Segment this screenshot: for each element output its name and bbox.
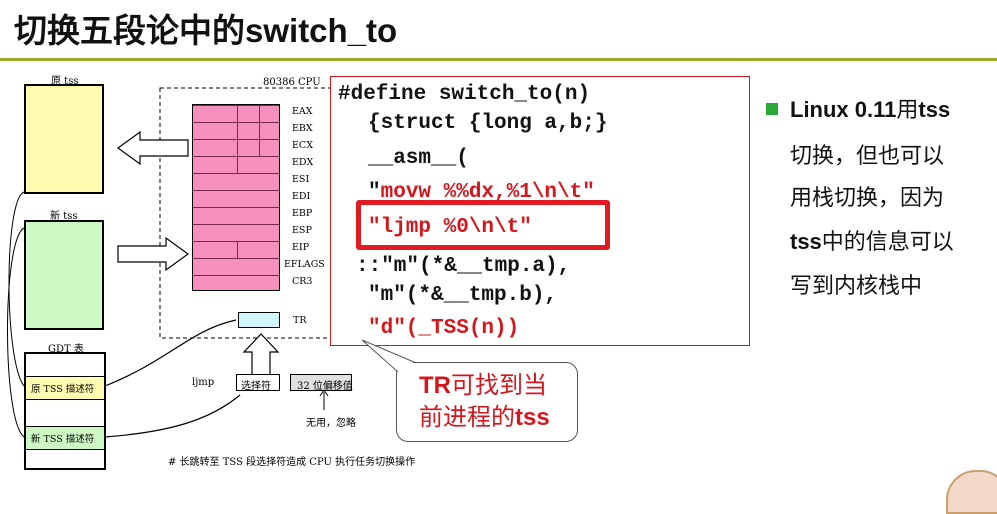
bullet-line4-rest: 中的信息可以 xyxy=(821,229,954,254)
gdt-row-old: 原 TSS 描述符 xyxy=(26,376,104,400)
new-tss-desc-label: 新 TSS 描述符 xyxy=(31,434,95,445)
bullet-line-5: 写到内核栈中 xyxy=(790,273,923,298)
tr-label: TR xyxy=(293,315,307,326)
callout-line1-rest: 可找到当 xyxy=(451,372,547,399)
bullet-line-1: Linux 0.11用tss xyxy=(790,99,950,121)
ljmp-highlight xyxy=(356,200,610,250)
code-line-5: "ljmp %0\n\t" xyxy=(368,216,532,239)
code-box xyxy=(330,76,750,346)
callout-line2-pre: 前进程的 xyxy=(419,404,515,431)
selector-box: 选择符 xyxy=(236,374,280,392)
bullet-tss-1: tss xyxy=(918,97,951,122)
reg-eflags: EFLAGS xyxy=(284,259,325,270)
bullet-line-4: tss中的信息可以 xyxy=(790,231,954,253)
code-line-8: "d"(_TSS(n)) xyxy=(368,317,520,340)
load-arrow-icon xyxy=(117,236,190,272)
register-file xyxy=(192,104,280,291)
bullet-use: 用 xyxy=(896,97,919,122)
reg-cr3: CR3 xyxy=(292,276,313,287)
up-arrow-icon xyxy=(242,333,280,377)
reg-esp: ESP xyxy=(292,225,312,236)
old-tss-desc-label: 原 TSS 描述符 xyxy=(31,384,95,395)
unused-label: 无用，忽略 xyxy=(306,418,356,429)
offset-box: 32 位偏移值 xyxy=(290,374,353,392)
gdt-row-new: 新 TSS 描述符 xyxy=(26,426,104,450)
bullet-line-3: 用栈切换，因为 xyxy=(790,185,945,210)
callout-line-2: 前进程的tss xyxy=(419,403,550,433)
selector-label: 选择符 xyxy=(241,381,271,392)
new-tss-box xyxy=(24,220,104,330)
old-tss-box xyxy=(24,84,104,194)
reg-edi: EDI xyxy=(292,191,311,202)
code-line-1: #define switch_to(n) xyxy=(338,83,591,106)
code-line-3: __asm__( xyxy=(368,147,469,170)
old-desc-to-tss-curve xyxy=(8,191,25,387)
page-title: 切换五段论中的switch_to xyxy=(14,4,397,52)
cpu-label: 80386 CPU xyxy=(263,77,321,88)
bullet-line-2: 切换，但也可以 xyxy=(790,143,945,168)
bullet-linux: Linux 0.11 xyxy=(790,97,897,122)
callout-box: TR可找到当 前进程的tss xyxy=(396,362,578,442)
new-desc-to-tss-curve xyxy=(7,227,25,438)
register-rows xyxy=(193,105,279,290)
reg-ecx: ECX xyxy=(292,140,313,151)
reg-eip: EIP xyxy=(292,242,310,253)
title-underline xyxy=(0,58,997,61)
tr-register xyxy=(238,312,280,328)
callout-line-1: TR可找到当 xyxy=(419,371,547,401)
selector-to-gdt-curve xyxy=(104,394,241,438)
code-line-7: "m"(*&__tmp.b), xyxy=(368,284,558,307)
code-line-2: {struct {long a,b;} xyxy=(368,112,608,135)
diagram-svg xyxy=(7,87,333,438)
callout-tr: TR xyxy=(419,372,451,399)
diagram-caption: # 长跳转至 TSS 段选择符造成 CPU 执行任务切换操作 xyxy=(168,457,416,468)
reg-ebx: EBX xyxy=(292,123,313,134)
reg-eax: EAX xyxy=(292,106,313,117)
bullet-tss-2: tss xyxy=(790,229,822,254)
code-line-4: "movw %%dx,%1\n\t" xyxy=(368,181,595,204)
reg-ebp: EBP xyxy=(292,208,313,219)
new-tss-label: 新 tss xyxy=(50,211,78,222)
code-line-4-text: movw %%dx,%1\n\t" xyxy=(380,181,595,204)
title-text: 切换五段论中的switch_to xyxy=(14,12,398,49)
ljmp-label: ljmp xyxy=(192,377,215,388)
reg-esi: ESI xyxy=(292,174,310,185)
gdt-label: GDT 表 xyxy=(48,344,84,355)
offset-label: 32 位偏移值 xyxy=(297,381,353,392)
code-line-6: ::"m"(*&__tmp.a), xyxy=(356,255,571,278)
tr-to-gdt-curve xyxy=(104,319,237,387)
reg-edx: EDX xyxy=(292,157,314,168)
gdt-table: 原 TSS 描述符 新 TSS 描述符 xyxy=(24,352,106,470)
callout-tss: tss xyxy=(515,404,550,431)
old-tss-label: 原 tss xyxy=(51,76,79,87)
save-arrow-icon xyxy=(116,130,189,166)
bullet-square-icon xyxy=(766,103,778,115)
